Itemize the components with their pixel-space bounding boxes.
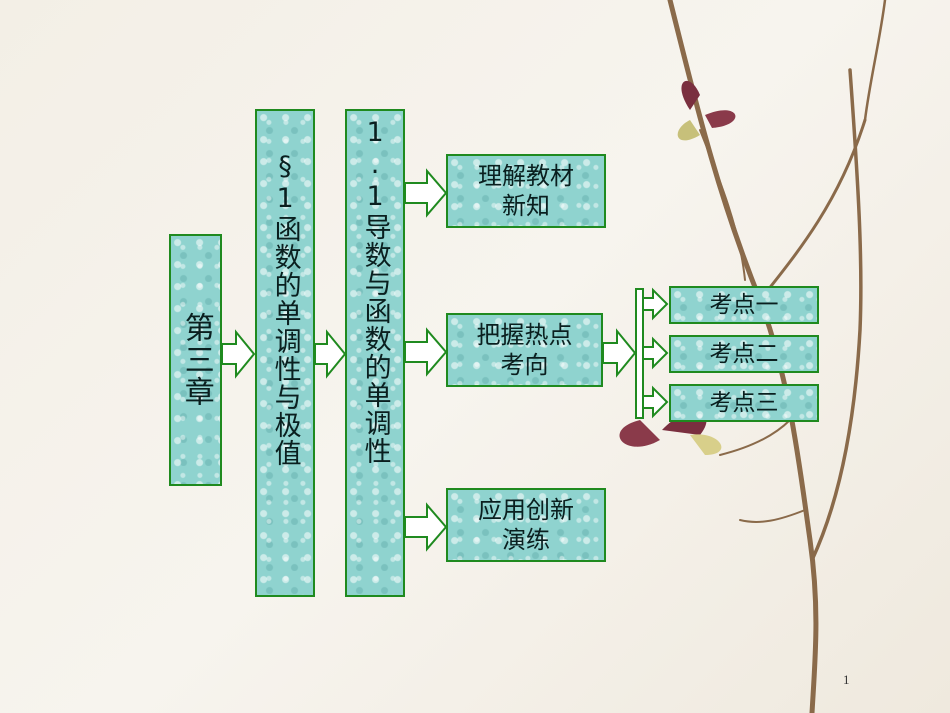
branch-label: 把握热点考向 [476, 321, 573, 379]
branch-box-hotspot[interactable]: 把握热点考向 [446, 313, 603, 387]
branch-label: 应用创新演练 [478, 496, 574, 554]
arrow-hotspot-to-points [602, 328, 637, 378]
point-label: 考点一 [709, 291, 779, 318]
arrow-to-hotspot [404, 327, 448, 377]
arrow-section-to-subsection [314, 329, 347, 379]
point-label: 考点三 [709, 389, 779, 416]
page-number: 1 [843, 672, 850, 687]
chapter-title: 第三章 [178, 312, 214, 408]
arrow-chapter-to-section [221, 329, 256, 379]
arrow-to-understand [404, 168, 448, 218]
section-box: §1函数的单调性与极值 [255, 109, 315, 597]
point-box-3[interactable]: 考点三 [669, 384, 819, 422]
branch-box-understand[interactable]: 理解教材新知 [446, 154, 606, 228]
point-label: 考点二 [709, 340, 779, 367]
arrow-to-point-1 [642, 287, 669, 321]
bracket-bar [635, 288, 644, 419]
arrow-to-point-3 [642, 385, 669, 419]
arrow-to-point-2 [642, 336, 669, 370]
branch-label: 理解教材新知 [478, 162, 574, 220]
arrow-to-practice [404, 502, 448, 552]
subsection-title: 1.1导数与函数的单调性 [359, 117, 391, 465]
subsection-box: 1.1导数与函数的单调性 [345, 109, 405, 597]
section-title: §1函数的单调性与极值 [269, 151, 301, 467]
point-box-1[interactable]: 考点一 [669, 286, 819, 324]
point-box-2[interactable]: 考点二 [669, 335, 819, 373]
branch-box-practice[interactable]: 应用创新演练 [446, 488, 606, 562]
